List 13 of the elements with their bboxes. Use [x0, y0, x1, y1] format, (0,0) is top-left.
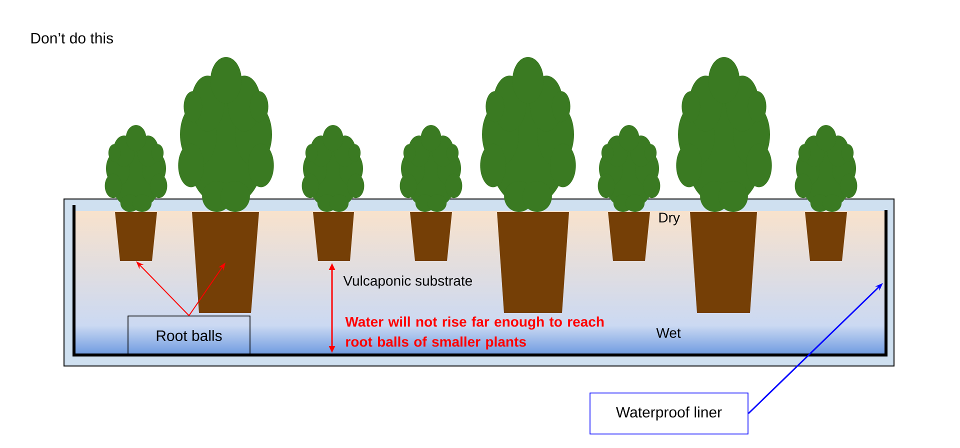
- title: Don’t do this: [31, 32, 113, 44]
- pot: [690, 212, 757, 313]
- zone-label: Wet: [656, 328, 681, 338]
- label-box: Root balls: [128, 316, 250, 356]
- zone-label: Dry: [659, 212, 680, 226]
- pot: [313, 212, 354, 261]
- pot: [192, 212, 259, 313]
- pot: [805, 212, 847, 261]
- label-box: Waterproof liner: [590, 392, 748, 434]
- substrate-label: Vulcaponic substrate: [343, 275, 472, 289]
- pot: [410, 212, 452, 261]
- pot: [608, 212, 650, 261]
- pot: [115, 212, 157, 261]
